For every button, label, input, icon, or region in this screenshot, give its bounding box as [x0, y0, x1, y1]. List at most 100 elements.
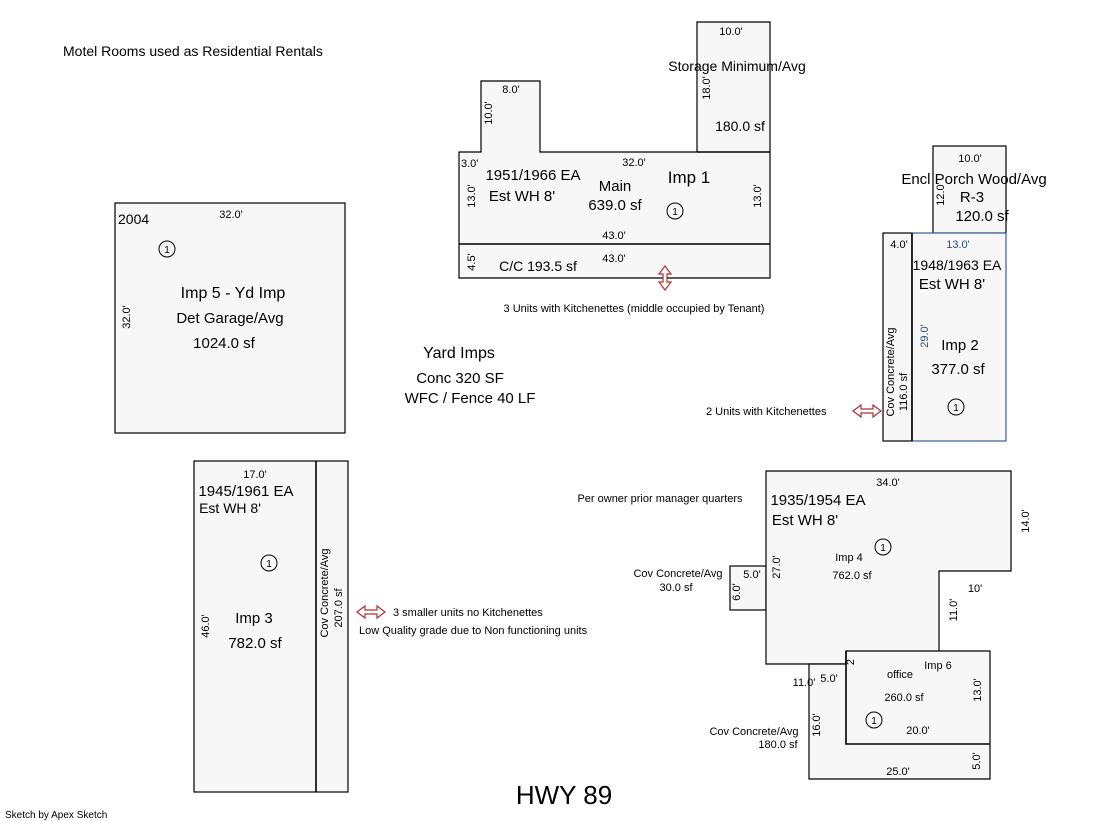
- storage-area: 180.0 sf: [715, 118, 765, 134]
- imp1-top-dim: 32.0': [622, 157, 646, 169]
- imp6-name: Imp 6: [924, 660, 952, 672]
- imp2-porch-width-dim: 4.0': [890, 239, 907, 251]
- imp5-side-dim: 32.0': [121, 305, 133, 329]
- imp3-symbol-number: 1: [266, 559, 272, 570]
- imp2-wall: Est WH 8': [919, 276, 985, 293]
- road-label: HWY 89: [516, 780, 612, 810]
- imp2-symbol-icon: [947, 398, 965, 416]
- imp2-name: Imp 2: [941, 337, 979, 354]
- storage-top-dim: 10.0': [719, 26, 743, 38]
- imp2-cov-label: Cov Concrete/Avg: [885, 327, 897, 416]
- imp1-bump-top-dim: 8.0': [502, 84, 519, 96]
- imp2-group: 10.0' Encl Porch Wood/Avg R-3 12.0' 120.…: [706, 145, 1047, 442]
- imp2-arrow-icon: [852, 403, 882, 419]
- imp4-symbol-icon: [874, 538, 892, 556]
- imp5-name: Imp 5 - Yd Imp: [181, 285, 286, 302]
- imp1-outline: [458, 21, 771, 279]
- cc-label: C/C 193.5 sf: [499, 258, 577, 274]
- imp2-outline: [911, 232, 1007, 442]
- imp3-cov-label: Cov Concrete/Avg: [319, 548, 331, 637]
- porch-grade: R-3: [960, 189, 984, 206]
- imp4-outline: [765, 470, 1012, 665]
- imp6-label: office: [887, 669, 913, 681]
- imp6-cov-top-left-dim: 11.0': [793, 677, 816, 689]
- imp4-top-dim: 34.0': [876, 477, 900, 489]
- imp3-cov-area: 207.0 sf: [333, 587, 345, 627]
- imp2-cov-area: 116.0 sf: [898, 372, 910, 411]
- imp5-top-dim: 32.0': [219, 209, 243, 221]
- imp6-cov-area: 180.0 sf: [758, 739, 798, 751]
- imp2-note: 2 Units with Kitchenettes: [706, 406, 827, 418]
- imp3-arrow-icon: [356, 604, 386, 620]
- imp1-left-small-dim: 3.0': [461, 158, 478, 170]
- imp2-top-dim: 13.0': [946, 239, 970, 251]
- imp1-years: 1951/1966 EA: [485, 167, 580, 184]
- porch-area: 120.0 sf: [955, 208, 1009, 225]
- imp3-group: 17.0' 1945/1961 EA Est WH 8' 1 Imp 3 782…: [193, 460, 588, 793]
- yard-title: Yard Imps: [423, 345, 495, 362]
- imp1-main-label: Main: [599, 178, 632, 195]
- imp1-area: 639.0 sf: [588, 197, 642, 214]
- imp5-type: Det Garage/Avg: [176, 310, 283, 327]
- imp4-wall: Est WH 8': [772, 512, 838, 529]
- imp3-outline: [193, 460, 349, 793]
- porch-outline: [932, 145, 1007, 234]
- imp6-cov-right-dim: 5.0': [971, 752, 983, 769]
- imp4-cov-label: Cov Concrete/Avg: [633, 568, 722, 580]
- cc-side-dim: 4.5': [466, 253, 478, 270]
- imp1-mid-dim: 43.0': [602, 230, 626, 242]
- porch-side-dim: 12.0': [935, 182, 947, 206]
- sketch-credit: Sketch by Apex Sketch: [5, 810, 107, 821]
- yard-line1: Conc 320 SF: [416, 370, 504, 387]
- imp4-small-h-dim: 6.0': [731, 583, 743, 600]
- imp2-years: 1948/1963 EA: [913, 257, 1002, 273]
- imp3-top-dim: 17.0': [243, 469, 267, 481]
- imp5-year: 2004: [118, 211, 149, 227]
- porch-label: Encl Porch Wood/Avg: [901, 171, 1046, 188]
- imp4-symbol-number: 1: [880, 543, 886, 554]
- imp1-right-dim: 13.0': [752, 184, 764, 208]
- imp5-group: 2004 32.0' 1 Imp 5 - Yd Imp Det Garage/A…: [114, 202, 346, 434]
- imp1-arrow-icon: [657, 265, 673, 291]
- imp4-small-w-dim: 5.0': [743, 569, 760, 581]
- imp6-cov-label: Cov Concrete/Avg: [709, 726, 798, 738]
- imp5-symbol-icon: [158, 240, 176, 258]
- imp5-area: 1024.0 sf: [193, 335, 256, 352]
- imp4-step-side-dim: 11.0': [948, 599, 960, 622]
- imp5-outline: [114, 202, 346, 434]
- imp6-cov-top-dim: 5.0': [820, 673, 837, 685]
- imp4-step-dim: 10': [968, 583, 982, 595]
- yard-imps: Yard Imps Conc 320 SF WFC / Fence 40 LF: [405, 345, 536, 407]
- imp3-years: 1945/1961 EA: [198, 483, 293, 500]
- imp6-cov-side-dim: 16.0': [811, 713, 823, 737]
- imp3-note1: 3 smaller units no Kitchenettes: [393, 607, 543, 619]
- imp4-name: Imp 4: [835, 552, 863, 564]
- storage-label: Storage Minimum/Avg: [668, 58, 805, 74]
- imp6-right-dim: 13.0': [972, 678, 984, 702]
- imp5-symbol-number: 1: [164, 245, 170, 256]
- cc-bottom-dim: 43.0': [602, 253, 626, 265]
- imp6-small-dim: 2: [845, 659, 857, 665]
- imp6-divider: [845, 651, 990, 745]
- imp1-symbol-number: 1: [672, 207, 678, 218]
- imp4-cov-area: 30.0 sf: [659, 582, 693, 594]
- imp6-cov-bottom-dim: 25.0': [886, 766, 910, 778]
- imp6-symbol-icon: [865, 711, 883, 729]
- imp6-bottom-dim: 20.0': [906, 725, 930, 737]
- yard-line2: WFC / Fence 40 LF: [405, 390, 536, 407]
- imp4-left-dim: 27.0': [771, 555, 783, 579]
- imp4-note: Per owner prior manager quarters: [577, 493, 743, 505]
- imp3-note2: Low Quality grade due to Non functioning…: [359, 625, 588, 637]
- porch-top-dim: 10.0': [958, 153, 982, 165]
- imp4-cov-outline: [729, 565, 767, 611]
- imp1-group: 10.0' Storage Minimum/Avg 18.0' 180.0 sf…: [458, 21, 806, 315]
- imp2-symbol-number: 1: [953, 403, 959, 414]
- storage-side-dim: 18.0': [701, 76, 713, 100]
- imp1-left-dim: 13.0': [466, 184, 478, 208]
- imp3-wall: Est WH 8': [199, 500, 261, 516]
- imp3-symbol-icon: [260, 554, 278, 572]
- imp1-note: 3 Units with Kitchenettes (middle occupi…: [504, 303, 765, 315]
- imp1-symbol-icon: [666, 202, 684, 220]
- imp6-area: 260.0 sf: [884, 692, 924, 704]
